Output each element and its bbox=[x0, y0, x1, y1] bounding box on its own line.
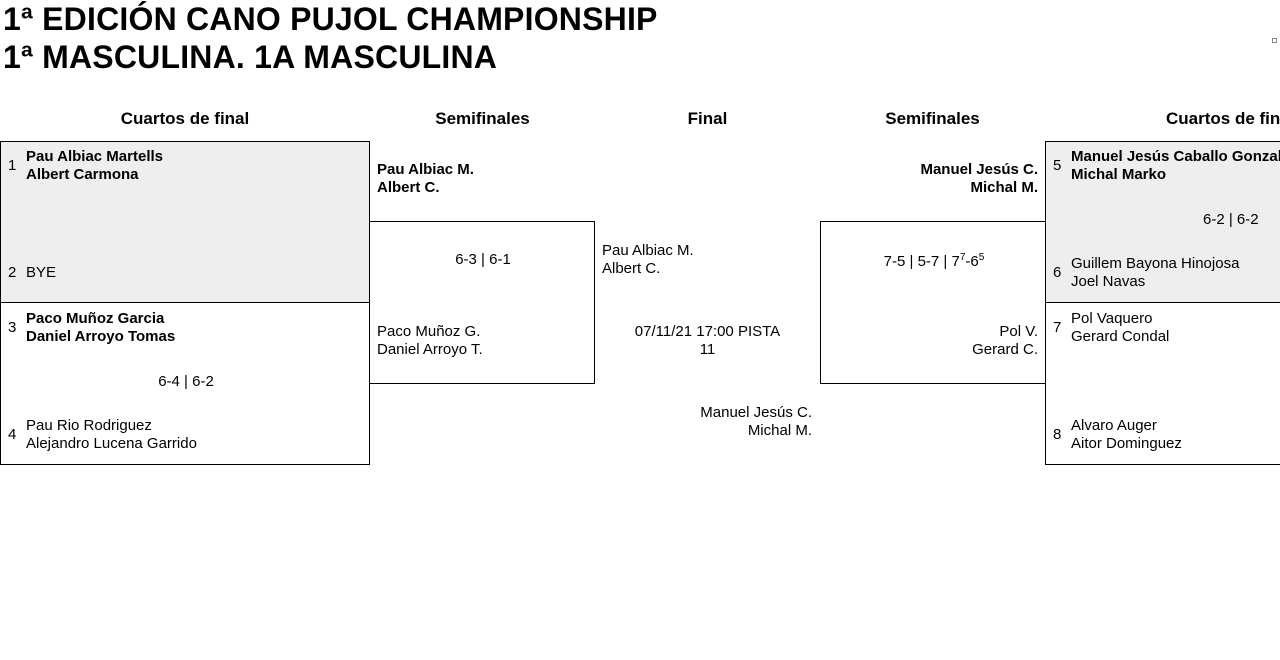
player-name: Guillem Bayona Hinojosa bbox=[1071, 255, 1240, 272]
player-name: Pau Rio Rodriguez bbox=[26, 417, 152, 434]
player-name: Pau Albiac M. bbox=[602, 242, 694, 259]
player-name: Michal M. bbox=[747, 422, 812, 439]
player-name: Gerard C. bbox=[972, 341, 1038, 358]
score-text: -6 bbox=[965, 253, 979, 270]
player-name: Pol Vaquero bbox=[1071, 310, 1153, 327]
team-semifinal-left-bottom[interactable]: Paco Muñoz G. Daniel Arroyo T. bbox=[377, 323, 483, 359]
player-name: Michal Marko bbox=[1071, 166, 1167, 183]
match-quarterfinal-3[interactable]: 5 Manuel Jesús Caballo Gonzalez Michal M… bbox=[1045, 141, 1280, 303]
team-guillem-bayona-joel-navas[interactable]: Guillem Bayona Hinojosa Joel Navas bbox=[1071, 255, 1239, 291]
team-semifinal-left-top[interactable]: Pau Albiac M. Albert C. bbox=[377, 161, 474, 197]
team-alvaro-auger-aitor-dominguez[interactable]: Alvaro Auger Aitor Dominguez bbox=[1071, 417, 1182, 453]
player-name: Daniel Arroyo T. bbox=[377, 341, 483, 358]
team-pau-rio-alejandro-lucena[interactable]: Pau Rio Rodriguez Alejandro Lucena Garri… bbox=[26, 417, 197, 453]
player-name: Albert Carmona bbox=[26, 166, 139, 183]
player-name: Paco Muñoz Garcia bbox=[26, 310, 165, 327]
match-score: 6-4 | 6-2 bbox=[158, 373, 214, 390]
team-semifinal-right-bottom[interactable]: Pol V. Gerard C. bbox=[838, 323, 1038, 359]
seed-number: 5 bbox=[1053, 157, 1062, 174]
round-header-left-quarterfinals: Cuartos de final bbox=[120, 109, 250, 128]
player-name: Pol V. bbox=[999, 323, 1038, 340]
match-quarterfinal-1[interactable]: 1 Pau Albiac Martells Albert Carmona 2 B… bbox=[0, 141, 370, 303]
small-square-icon bbox=[1272, 38, 1277, 43]
tournament-title: 1ª EDICIÓN CANO PUJOL CHAMPIONSHIP bbox=[3, 1, 658, 37]
match-score: 6-3 | 6-1 bbox=[455, 251, 511, 268]
player-name: Manuel Jesús Caballo Gonzalez bbox=[1071, 148, 1280, 165]
round-header-left-semifinals: Semifinales bbox=[435, 109, 530, 128]
player-name: Manuel Jesús C. bbox=[700, 404, 812, 421]
seed-number: 1 bbox=[8, 157, 17, 174]
match-score: 7-5 | 5-7 | 77-65 bbox=[821, 253, 1047, 271]
seed-number: 2 bbox=[8, 264, 17, 281]
player-name: Paco Muñoz G. bbox=[377, 323, 481, 340]
team-manuel-jesus-michal-marko[interactable]: Manuel Jesús Caballo Gonzalez Michal Mar… bbox=[1071, 148, 1280, 184]
match-semifinal-right[interactable]: 7-5 | 5-7 | 77-65 Pol V. Gerard C. bbox=[820, 221, 1046, 384]
seed-number: 4 bbox=[8, 426, 17, 443]
player-name: Michal M. bbox=[970, 179, 1038, 196]
match-semifinal-left[interactable]: 6-3 | 6-1 Paco Muñoz G. Daniel Arroyo T. bbox=[369, 221, 595, 384]
score-text: 7-5 | 5-7 | 7 bbox=[883, 253, 960, 270]
player-name: Pau Albiac M. bbox=[377, 161, 474, 178]
team-final-bottom[interactable]: Manuel Jesús C. Michal M. bbox=[650, 404, 812, 440]
player-name: Alejandro Lucena Garrido bbox=[26, 435, 197, 452]
team-pol-vaquero-gerard-condal[interactable]: Pol Vaquero Gerard Condal bbox=[1071, 310, 1169, 346]
round-header-final: Final bbox=[687, 109, 728, 128]
player-name: Daniel Arroyo Tomas bbox=[26, 328, 176, 345]
seed-number: 3 bbox=[8, 319, 17, 336]
match-quarterfinal-2[interactable]: 3 Paco Muñoz Garcia Daniel Arroyo Tomas … bbox=[0, 302, 370, 465]
player-name: Manuel Jesús C. bbox=[920, 161, 1038, 178]
round-header-right-quarterfinals: Cuartos de final bbox=[1166, 109, 1280, 128]
player-name: Gerard Condal bbox=[1071, 328, 1170, 345]
player-name: Aitor Dominguez bbox=[1071, 435, 1182, 452]
seed-number: 8 bbox=[1053, 426, 1062, 443]
match-quarterfinal-4[interactable]: 7 Pol Vaquero Gerard Condal 8 Alvaro Aug… bbox=[1045, 302, 1280, 465]
player-name: Albert C. bbox=[602, 260, 661, 277]
team-final-top[interactable]: Pau Albiac M. Albert C. bbox=[602, 242, 694, 278]
tiebreak-score: 7 bbox=[959, 252, 966, 263]
player-name: Pau Albiac Martells bbox=[26, 148, 163, 165]
player-name: Joel Navas bbox=[1071, 273, 1146, 290]
team-semifinal-right-top[interactable]: Manuel Jesús C. Michal M. bbox=[838, 161, 1038, 197]
player-name: Alvaro Auger bbox=[1071, 417, 1157, 434]
category-title: 1ª MASCULINA. 1A MASCULINA bbox=[3, 39, 498, 75]
seed-number: 6 bbox=[1053, 264, 1062, 281]
match-schedule: 07/11/21 17:00 PISTA 11 bbox=[634, 323, 781, 358]
team-paco-munoz-daniel-arroyo[interactable]: Paco Muñoz Garcia Daniel Arroyo Tomas bbox=[26, 310, 175, 346]
seed-number: 7 bbox=[1053, 319, 1062, 336]
player-name: BYE bbox=[26, 264, 57, 281]
team-bye: BYE bbox=[26, 264, 56, 282]
round-header-right-semifinals: Semifinales bbox=[885, 109, 980, 128]
player-name: Albert C. bbox=[377, 179, 440, 196]
match-score: 6-2 | 6-2 bbox=[1203, 211, 1259, 228]
team-pau-albiac-albert-carmona[interactable]: Pau Albiac Martells Albert Carmona bbox=[26, 148, 163, 184]
tiebreak-score: 5 bbox=[978, 252, 985, 263]
